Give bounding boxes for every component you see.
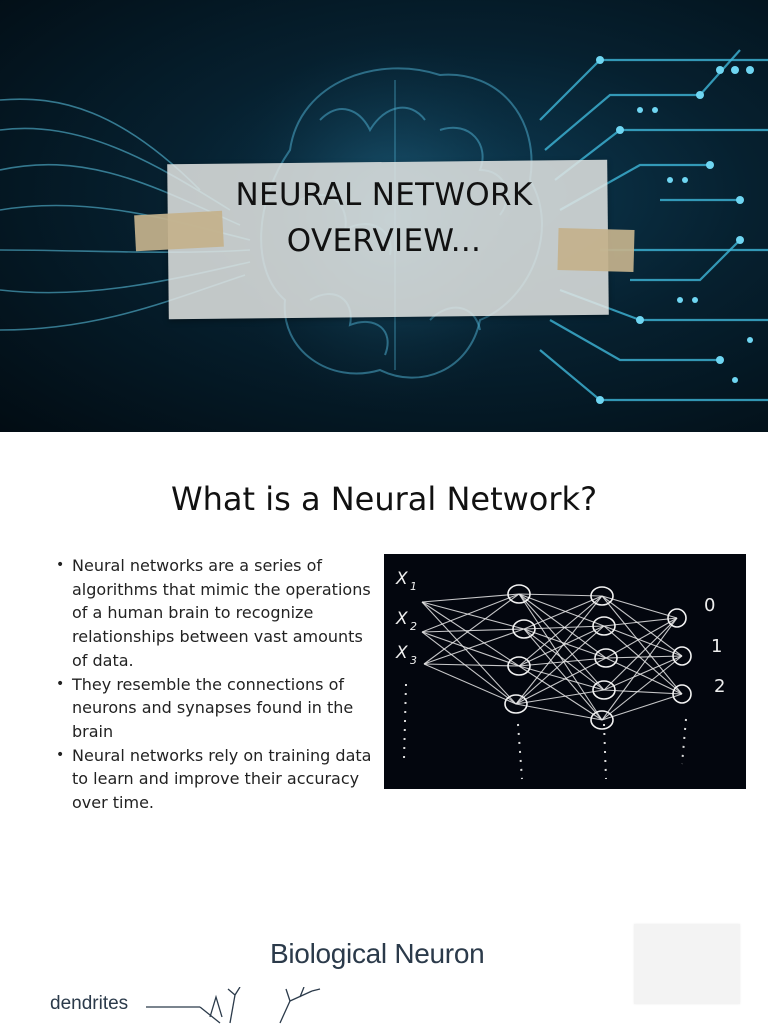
network-connection bbox=[523, 628, 605, 691]
network-connection bbox=[421, 593, 520, 603]
network-connection bbox=[603, 617, 678, 627]
title-slide: NEURAL NETWORK OVERVIEW... bbox=[0, 0, 768, 432]
network-connection bbox=[421, 631, 517, 705]
network-connection bbox=[423, 663, 520, 667]
intro-slide: What is a Neural Network? Neural network… bbox=[0, 432, 768, 862]
slide-title: NEURAL NETWORK OVERVIEW... bbox=[168, 172, 600, 264]
input-label-x3: X bbox=[395, 643, 408, 663]
network-connection bbox=[421, 601, 525, 630]
network-connection bbox=[515, 595, 603, 705]
bullet-item: Neural networks are a series of algorith… bbox=[54, 554, 374, 673]
intro-heading: What is a Neural Network? bbox=[170, 480, 598, 518]
network-connection bbox=[515, 689, 605, 705]
network-connection bbox=[523, 628, 607, 659]
network-node bbox=[507, 656, 531, 676]
network-connection bbox=[515, 703, 603, 721]
network-node bbox=[667, 608, 687, 628]
network-connection bbox=[518, 595, 603, 667]
network-connection bbox=[603, 655, 683, 691]
neural-network-diagram: X 1 X 2 X 3 0 1 2 bbox=[384, 554, 746, 789]
network-connection bbox=[605, 655, 683, 659]
network-connection bbox=[421, 593, 520, 633]
network-node bbox=[590, 586, 614, 606]
network-connection bbox=[601, 595, 683, 695]
network-connection bbox=[603, 625, 683, 657]
network-connection bbox=[601, 693, 683, 721]
network-node bbox=[512, 619, 536, 639]
input-sub-2: 2 bbox=[410, 620, 417, 633]
network-connection bbox=[601, 655, 683, 721]
network-node bbox=[594, 648, 618, 668]
network-connection bbox=[523, 628, 603, 721]
title-line-2: OVERVIEW... bbox=[286, 223, 482, 259]
network-connection bbox=[605, 617, 678, 659]
network-node bbox=[672, 646, 692, 666]
network-connection bbox=[423, 628, 525, 665]
network-connection bbox=[603, 617, 678, 691]
network-connection bbox=[603, 689, 683, 695]
network-connection bbox=[421, 628, 525, 633]
input-sub-1: 1 bbox=[410, 580, 417, 593]
network-connection bbox=[603, 625, 683, 695]
network-connection bbox=[601, 617, 678, 721]
network-node bbox=[504, 694, 528, 714]
network-connection bbox=[423, 663, 517, 705]
network-connection bbox=[518, 593, 607, 659]
network-connection bbox=[423, 593, 520, 665]
network-connection bbox=[601, 595, 683, 657]
dendrites-label: dendrites bbox=[50, 993, 129, 1014]
network-connection bbox=[518, 665, 603, 721]
input-sub-3: 3 bbox=[410, 654, 417, 667]
paper-scrap bbox=[634, 924, 740, 1004]
network-connection bbox=[421, 601, 517, 705]
input-label-x1: X bbox=[395, 569, 408, 589]
bullet-list: Neural networks are a series of algorith… bbox=[54, 554, 374, 815]
network-connection bbox=[518, 593, 603, 597]
network-connection bbox=[523, 595, 603, 630]
network-node bbox=[592, 616, 616, 636]
output-label-0: 0 bbox=[704, 595, 715, 616]
neuron-heading: Biological Neuron bbox=[270, 938, 485, 969]
network-connection bbox=[601, 595, 678, 619]
bullet-item: They resemble the connections of neurons… bbox=[54, 673, 374, 744]
network-node bbox=[507, 584, 531, 604]
output-label-1: 1 bbox=[711, 636, 722, 657]
network-connection bbox=[518, 593, 605, 627]
network-connection bbox=[518, 657, 607, 667]
title-line-1: NEURAL NETWORK bbox=[235, 177, 533, 213]
neuron-sketch bbox=[146, 987, 321, 1024]
network-connection bbox=[421, 631, 520, 667]
network-connection bbox=[421, 601, 520, 667]
network-connection bbox=[515, 625, 605, 705]
network-connection bbox=[515, 657, 607, 705]
network-sketch: X 1 X 2 X 3 0 1 2 bbox=[395, 569, 725, 780]
output-label-2: 2 bbox=[714, 676, 725, 697]
neuron-slide: Biological Neuron dendrites bbox=[0, 862, 768, 1024]
network-node bbox=[672, 684, 692, 704]
network-node bbox=[592, 680, 616, 700]
input-label-x2: X bbox=[395, 609, 408, 629]
bullet-item: Neural networks rely on training data to… bbox=[54, 744, 374, 815]
network-node bbox=[590, 710, 614, 730]
network-connection bbox=[605, 657, 683, 695]
network-connection bbox=[518, 665, 605, 691]
